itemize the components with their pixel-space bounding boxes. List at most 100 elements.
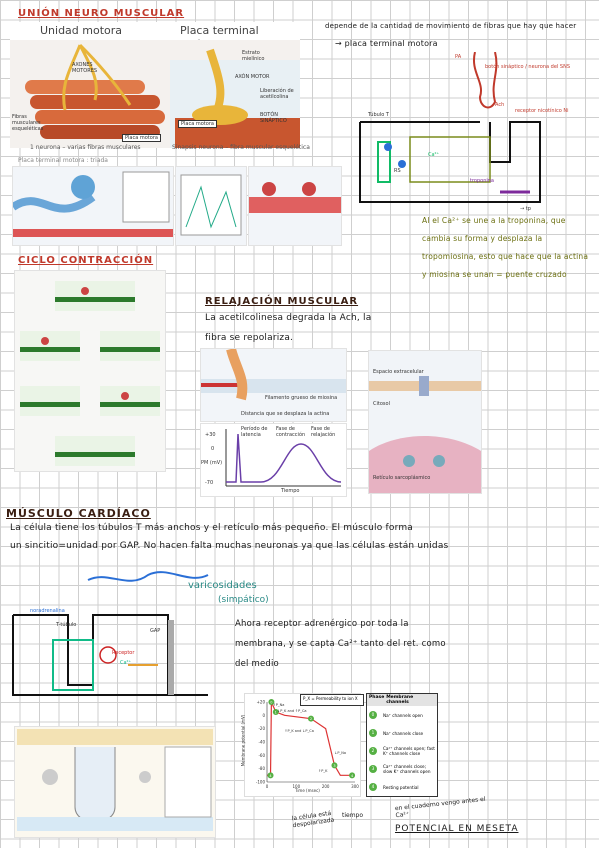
relax-label-tiempo: Tiempo xyxy=(281,488,300,494)
cardiac-label-gap: GAP xyxy=(150,628,161,634)
relax-tick-zero: 0 xyxy=(211,446,215,452)
phase-number: 2 xyxy=(369,747,377,755)
panel-title-motor-unit: Unidad motora xyxy=(40,24,123,37)
ap-title: P_X = Permeability to ion X xyxy=(303,696,358,701)
diag-label-tp: → tp xyxy=(520,206,531,212)
label-liberacion: Liberación de acetilcolina xyxy=(260,88,294,100)
label-boton: BOTÓN SINÁPTICO xyxy=(260,112,287,124)
sr-label-citosol: Citosol xyxy=(373,401,390,407)
phase-channels: Ca²⁺ channels close; slow K⁺ channels op… xyxy=(383,764,431,774)
ap-ylabel: Membrane potential (mV) xyxy=(240,714,246,767)
figure-triad-left xyxy=(10,166,174,246)
phase-channels: Na⁺ channels close xyxy=(383,730,424,736)
ap-phase-marker-label: 4 xyxy=(269,774,272,778)
figure-cardiac-ecc xyxy=(14,726,216,838)
phase-channels: Ca²⁺ channels open; fast K⁺ channels clo… xyxy=(383,746,435,756)
ap-phase-marker xyxy=(272,709,279,715)
section-title-relajacion: RELAJACIÓN MUSCULAR xyxy=(205,296,359,307)
relax-tick-pm: PM (mV) xyxy=(201,460,223,466)
relax-line2: fibra se repolariza. xyxy=(205,333,294,343)
relax-label-relajacion: Fase de relajación xyxy=(311,426,336,438)
cardiac-label-receptor: Receptor xyxy=(112,650,135,656)
ap-phase-label: ↓P_Na xyxy=(334,751,346,755)
phase-row: 3 Ca²⁺ channels close; slow K⁺ channels o… xyxy=(367,760,437,778)
phase-col-head: Phase xyxy=(369,695,385,700)
ap-phase-marker-label: 3 xyxy=(333,764,335,768)
label-placa-motora: Placa motora xyxy=(122,134,161,142)
ap-phase-marker xyxy=(331,762,338,769)
ap-phase-marker-label: 1 xyxy=(275,711,277,715)
note-calcium: Al el Ca²⁺ se une a la troponina, que ca… xyxy=(422,216,589,279)
ap-ytick: -80 xyxy=(258,766,265,771)
diag-label-troponina: troponina xyxy=(470,178,494,184)
ap-ytick: -100 xyxy=(256,780,266,785)
cardiac-diagram xyxy=(12,571,209,696)
ap-phase-label: ↑P_Na xyxy=(273,703,285,707)
phase-number: 3 xyxy=(369,765,377,773)
figure-triad-mid xyxy=(175,166,247,246)
ap-series-line xyxy=(267,701,355,776)
ap-phase-label: ↓P_K and ↑P_Ca xyxy=(277,709,306,713)
relax-label-latencia: Período de latencia xyxy=(241,426,268,438)
ap-phase-label: ↑P_K and ↓P_Ca xyxy=(285,729,314,733)
figure-relax-sr: Espacio extracelular Citosol Retículo sa… xyxy=(368,350,482,494)
cardiac-line1: La célula tiene los túbulos T más anchos… xyxy=(10,523,414,533)
relax-label-filamento: Filamento grueso de miosina xyxy=(265,395,338,401)
relax-label-distancia: Distancia que se desplaza la actina xyxy=(241,411,330,417)
endplate-diagram xyxy=(359,52,541,203)
diag-label-rs: RS xyxy=(394,168,401,174)
channels-col-head: Membrane channels xyxy=(386,695,414,705)
ap-phase-marker xyxy=(268,699,275,705)
caption-endplate: Sinapsis neurona – fibra muscular esquel… xyxy=(172,144,310,151)
phase-number: 4 xyxy=(369,783,377,791)
ap-xtick: 200 xyxy=(322,784,330,789)
label-estrato: Estrato mielínico xyxy=(242,50,265,62)
ap-ytick: -20 xyxy=(258,726,265,731)
diag-label-pa: PA xyxy=(455,54,462,60)
ap-ytick: +20 xyxy=(257,700,266,705)
diag-label-ach: Ach xyxy=(495,102,505,108)
phase-channels: Resting potential xyxy=(383,784,419,790)
ap-ytick: -40 xyxy=(258,740,265,745)
caption-motor-unit: 1 neurona – varias fibras musculares xyxy=(30,144,141,151)
section-title-ciclo: CICLO CONTRACCIÓN xyxy=(18,255,154,266)
ap-xlabel: Time (msec) xyxy=(295,788,320,793)
phase-channels: Na⁺ channels open xyxy=(383,712,423,718)
section-title-union: UNIÓN NEURO MUSCULAR xyxy=(18,8,185,19)
sr-label-extracelular: Espacio extracelular xyxy=(373,369,424,375)
ap-phase-label: ↑P_K xyxy=(318,769,328,773)
cardiac-line2: un sincitio=unidad por GAP. No hacen fal… xyxy=(10,541,449,551)
sr-label-reticulo: Retículo sarcoplásmico xyxy=(373,475,431,481)
label-fibras: Fibras musculares esqueléticas xyxy=(12,114,44,132)
ap-xtick: 0 xyxy=(266,784,269,789)
ap-xtick: 100 xyxy=(293,784,301,789)
phase-number: 1 xyxy=(369,729,377,737)
phase-row: 4 Resting potential xyxy=(367,778,437,796)
ap-phase-marker xyxy=(308,715,314,722)
label-axones: AXONES MOTORES xyxy=(72,62,98,74)
cardiac-note2: membrana, y se capta Ca²⁺ tanto del ret.… xyxy=(235,639,446,649)
note-varicosidades: varicosidades xyxy=(188,580,257,591)
subpanel-label: Placa terminal motora : triada xyxy=(18,157,108,164)
bottom-note-b: tiempo xyxy=(342,812,364,819)
diag-label-receptor: receptor nicotínico Ni xyxy=(515,108,569,114)
cardiac-label-tubulo: T-túbulo xyxy=(56,622,77,628)
ap-xtick: 300 xyxy=(351,784,359,789)
relax-label-contraccion: Fase de contracción xyxy=(276,426,306,438)
ap-phase-marker xyxy=(267,772,274,779)
label-axon-motor: AXÓN MOTOR xyxy=(235,74,270,80)
label-placa-motora-right: Placa motora xyxy=(178,120,217,128)
cardiac-note3: del medio xyxy=(235,659,279,669)
ap-ytick: -60 xyxy=(258,753,265,758)
diag-label-tubulo: Túbulo T xyxy=(368,112,389,118)
note-placa: → placa terminal motora xyxy=(335,39,438,48)
bottom-note-c: en el cuaderno vengo antes el Ca²⁺ xyxy=(394,795,486,820)
ap-phase-marker-label: 0 xyxy=(270,701,272,705)
bottom-note-d: POTENCIAL EN MESETA xyxy=(395,824,519,834)
note-simpatico: (simpático) xyxy=(218,595,269,605)
figure-motor-unit: Unidad motora Placa terminal motora AXON… xyxy=(10,22,300,148)
